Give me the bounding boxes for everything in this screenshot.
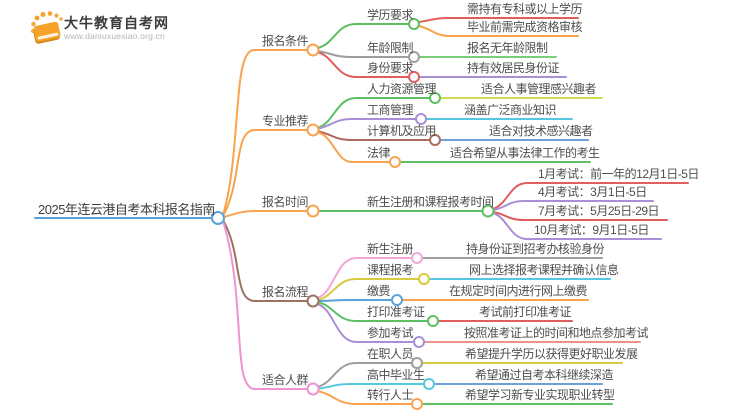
node-handle-hsgrad[interactable] <box>423 378 435 390</box>
leaf-label-law-desc[interactable]: 适合希望从事法律工作的考生 <box>450 146 600 160</box>
branch-label-audience[interactable]: 适合人群 <box>262 373 309 387</box>
node-handle-business[interactable] <box>415 113 427 125</box>
node-label-business-admin[interactable]: 工商管理 <box>367 103 414 117</box>
node-handle-schedule[interactable] <box>306 204 320 218</box>
node-label-payment[interactable]: 缴费 <box>367 284 391 298</box>
edge-audience-employed <box>316 362 413 388</box>
root-topic-label[interactable]: 2025年连云港自考本科报名指南 <box>38 202 215 217</box>
branch-label-conditions[interactable]: 报名条件 <box>262 34 309 48</box>
leaf-label-noagelimit[interactable]: 报名无年龄限制 <box>467 41 548 55</box>
node-handle-regtime[interactable] <box>481 204 495 218</box>
leaf-label-computer-desc[interactable]: 适合对技术感兴趣者 <box>489 124 593 138</box>
edge-leaf-jan <box>492 182 689 210</box>
node-handle-law[interactable] <box>389 156 401 168</box>
leaf-label-diploma[interactable]: 需持有专科或以上学历 <box>467 2 583 16</box>
node-handle-register[interactable] <box>411 252 423 264</box>
edge-process-course <box>316 278 420 301</box>
node-label-computer-app[interactable]: 计算机及应用 <box>367 124 437 138</box>
node-handle-education[interactable] <box>408 18 420 30</box>
edge-majors-business <box>316 118 417 130</box>
edge-majors-law <box>316 131 391 163</box>
node-handle-exam[interactable] <box>413 336 425 348</box>
edge-conditions-age <box>316 50 410 58</box>
node-label-reg-course-time[interactable]: 新生注册和课程报考时间 <box>367 195 494 209</box>
leaf-label-oct-exam[interactable]: 10月考试：9月1日-5日 <box>534 223 649 237</box>
leaf-label-pay-desc[interactable]: 在规定时间内进行网上缴费 <box>449 284 588 298</box>
branch-label-schedule[interactable]: 报名时间 <box>262 195 309 209</box>
leaf-label-jul-exam[interactable]: 7月考试：5月25日-29日 <box>538 204 660 218</box>
node-label-hs-graduates[interactable]: 高中毕业生 <box>367 368 425 382</box>
leaf-label-course-desc[interactable]: 网上选择报考课程并确认信息 <box>469 263 619 277</box>
node-label-new-student-reg[interactable]: 新生注册 <box>367 242 414 256</box>
node-handle-root[interactable] <box>211 211 225 225</box>
node-handle-majors[interactable] <box>306 123 320 137</box>
node-handle-process[interactable] <box>306 294 320 308</box>
edge-process-print <box>316 301 429 322</box>
edge-root-conditions <box>222 49 310 216</box>
edge-leaf-diploma <box>418 17 579 23</box>
logo-title: 大牛教育自考网 <box>64 15 169 31</box>
leaf-label-hsgrad-desc[interactable]: 希望通过自考本科继续深造 <box>475 368 614 382</box>
leaf-label-employed-desc[interactable]: 希望提升学历以获得更好职业发展 <box>465 347 638 361</box>
node-handle-course[interactable] <box>418 273 430 285</box>
node-label-employed[interactable]: 在职人员 <box>367 347 414 361</box>
logo-book-icon <box>30 11 63 44</box>
edge-leaf-oct <box>492 212 662 240</box>
leaf-label-jan-exam[interactable]: 1月考试：前一年的12月1日-5日 <box>538 167 699 181</box>
leaf-label-print-desc[interactable]: 考试前打印准考证 <box>479 305 572 319</box>
node-label-course-reg[interactable]: 课程报考 <box>367 263 414 277</box>
node-handle-pay[interactable] <box>391 294 403 306</box>
edge-root-audience <box>222 220 310 390</box>
edge-process-register <box>316 257 413 299</box>
node-label-education-req[interactable]: 学历要求 <box>367 8 414 22</box>
node-handle-age[interactable] <box>408 51 420 63</box>
node-handle-hr[interactable] <box>429 92 441 104</box>
edge-root-process <box>222 219 310 302</box>
node-label-print-ticket[interactable]: 打印准考证 <box>367 305 425 319</box>
node-handle-employed[interactable] <box>411 357 423 369</box>
leaf-label-business-desc[interactable]: 涵盖广泛商业知识 <box>464 103 557 117</box>
node-label-hr-management[interactable]: 人力资源管理 <box>367 82 437 96</box>
edge-leaf-apr <box>492 200 654 211</box>
node-handle-audience[interactable] <box>306 382 320 396</box>
leaf-label-idcard[interactable]: 持有效居民身份证 <box>467 61 560 75</box>
node-handle-changer[interactable] <box>411 398 423 410</box>
edge-majors-hr <box>316 97 431 129</box>
node-label-identity-req[interactable]: 身份要求 <box>367 61 414 75</box>
edge-conditions-education <box>316 23 410 49</box>
edge-audience-changer <box>316 390 413 405</box>
node-handle-conditions[interactable] <box>306 43 320 57</box>
edge-process-exam <box>316 303 415 343</box>
node-label-take-exam[interactable]: 参加考试 <box>367 326 414 340</box>
node-handle-computer[interactable] <box>429 134 441 146</box>
leaf-label-changer-desc[interactable]: 希望学习新专业实现职业转型 <box>465 388 615 402</box>
leaf-label-register-desc[interactable]: 持身份证到招考办核验身份 <box>466 242 605 256</box>
node-label-career-changers[interactable]: 转行人士 <box>367 388 414 402</box>
leaf-label-audit[interactable]: 毕业前需完成资格审核 <box>467 20 583 34</box>
node-label-age-limit[interactable]: 年龄限制 <box>367 41 414 55</box>
edge-audience-hsgrad <box>316 383 425 390</box>
leaf-label-hr-desc[interactable]: 适合人事管理感兴趣者 <box>481 82 597 96</box>
edge-root-majors <box>222 129 310 217</box>
edge-leaf-audit <box>418 25 579 37</box>
branch-label-majors[interactable]: 专业推荐 <box>262 114 309 128</box>
node-handle-identity[interactable] <box>408 71 420 83</box>
leaf-label-apr-exam[interactable]: 4月考试：3月1日-5日 <box>538 185 647 199</box>
node-handle-print[interactable] <box>427 315 439 327</box>
edge-conditions-identity <box>316 51 410 78</box>
edge-root-schedule <box>223 210 310 218</box>
logo-url: www.daniuxuexiao.org.cn <box>64 31 165 41</box>
edge-process-pay <box>316 299 393 302</box>
node-label-law[interactable]: 法律 <box>367 146 391 160</box>
leaf-label-exam-desc[interactable]: 按照准考证上的时间和地点参加考试 <box>464 326 649 340</box>
edge-leaf-jul <box>492 211 668 221</box>
branch-label-process[interactable]: 报名流程 <box>262 285 309 299</box>
edge-majors-computer <box>316 130 431 141</box>
